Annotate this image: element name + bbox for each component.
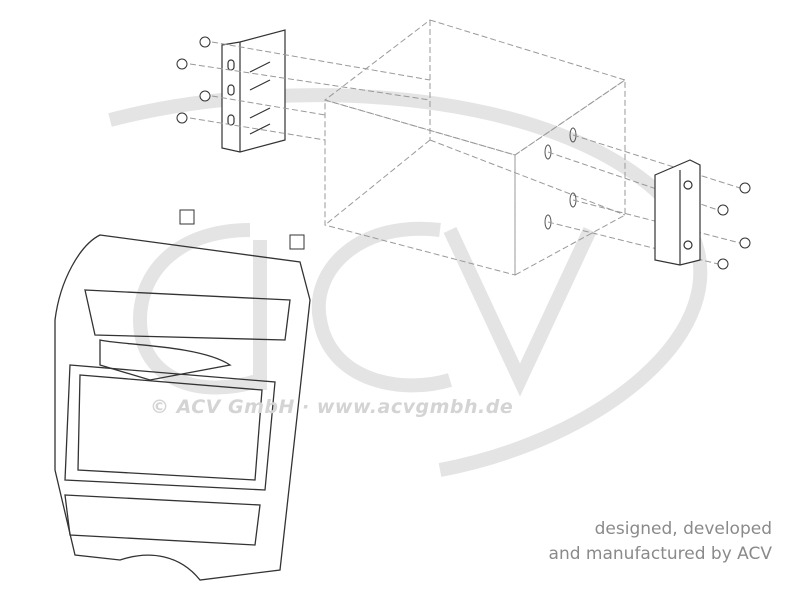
mounting-clips [179, 209, 305, 250]
credit-line-2: and manufactured by ACV [548, 544, 772, 564]
credit-line-1: designed, developed [594, 519, 772, 539]
left-screws [176, 36, 211, 124]
box-slots [544, 127, 577, 230]
right-screws [717, 182, 751, 270]
dash-faceplate [54, 234, 311, 581]
copyright-watermark: © ACV GmbH · www.acvgmbh.de [150, 396, 514, 418]
right-mounting-bracket [654, 159, 701, 266]
left-mounting-bracket [221, 29, 286, 153]
left-guide-lines [189, 41, 431, 141]
credit-text: designed, developed and manufactured by … [549, 517, 772, 567]
radio-unit-box [323, 19, 627, 276]
